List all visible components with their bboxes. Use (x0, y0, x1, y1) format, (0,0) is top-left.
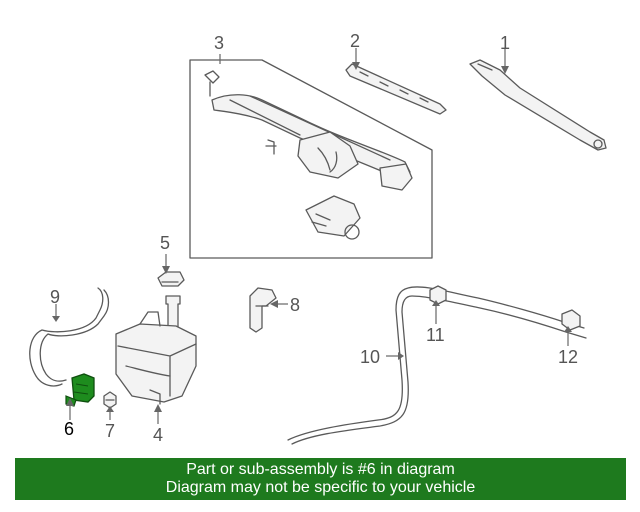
callout-12: 12 (558, 347, 579, 367)
callout-2: 2 (350, 31, 361, 51)
banner-line-2: Diagram may not be specific to your vehi… (165, 479, 476, 496)
washer-hose[interactable] (287, 286, 587, 445)
filler-tube[interactable] (29, 287, 110, 387)
reservoir-cap[interactable] (157, 271, 185, 287)
parts-diagram (29, 48, 607, 445)
hose-clip[interactable] (429, 285, 447, 305)
callout-3: 3 (214, 33, 225, 53)
wiper-blade[interactable] (345, 63, 447, 115)
info-banner: Part or sub-assembly is #6 in diagram Di… (15, 458, 626, 500)
grommet[interactable] (103, 391, 117, 409)
linkage-assembly-frame (189, 59, 433, 259)
hose-connector[interactable] (561, 309, 581, 331)
leader-lines (52, 48, 572, 424)
callout-5: 5 (160, 233, 171, 253)
banner-line-1: Part or sub-assembly is #6 in diagram (186, 461, 455, 478)
wiper-linkage-assembly[interactable] (204, 70, 413, 240)
callout-11: 11 (426, 325, 445, 345)
callout-8: 8 (290, 295, 301, 315)
callout-4: 4 (153, 425, 164, 445)
washer-reservoir[interactable] (115, 295, 197, 405)
washer-nozzle[interactable] (249, 287, 277, 333)
callout-7: 7 (105, 421, 116, 441)
callout-6: 6 (64, 419, 75, 439)
callout-9: 9 (50, 287, 61, 307)
callout-10: 10 (360, 347, 381, 367)
callout-1: 1 (500, 33, 511, 53)
wiper-arm[interactable] (469, 59, 607, 151)
